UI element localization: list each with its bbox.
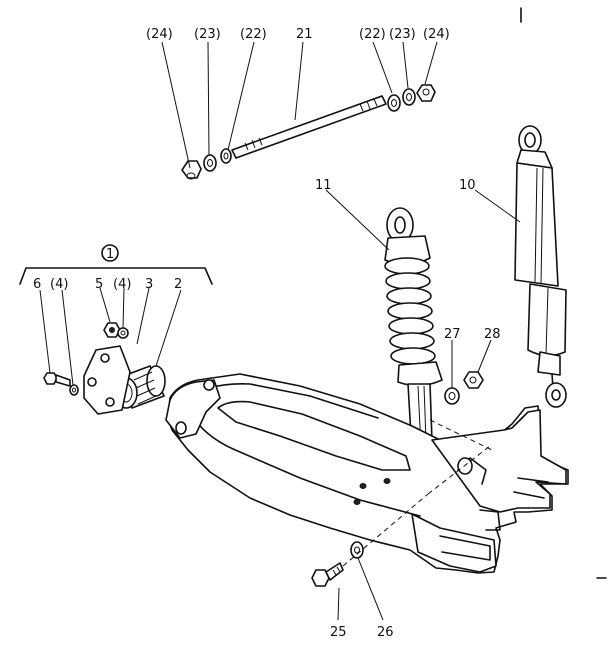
coil-spring (384, 257, 436, 365)
callout-11: 11 (315, 178, 332, 193)
callout-22-left: (22) (240, 27, 267, 42)
bolt-25 (311, 562, 344, 587)
callout-28: 28 (484, 327, 501, 342)
callout-24-left: (24) (146, 27, 173, 42)
callout-1: 1 (106, 247, 114, 262)
callout-4-mid: (4) (113, 277, 131, 292)
callout-22-right: (22) (359, 27, 386, 42)
washer-4-mid (117, 327, 129, 339)
callout-26: 26 (377, 625, 394, 640)
washer-27 (444, 387, 460, 405)
group-1-bracket (19, 244, 213, 285)
callout-23-left: (23) (194, 27, 221, 42)
callout-24-right: (24) (423, 27, 450, 42)
callout-23-right: (23) (389, 27, 416, 42)
callout-4-left: (4) (50, 277, 68, 292)
callout-25: 25 (330, 625, 347, 640)
shock-absorber-10 (514, 125, 567, 408)
callout-labels: (24) (23) (22) 21 (22) (23) (24) 11 10 1… (33, 27, 501, 640)
callout-3: 3 (145, 277, 153, 292)
callout-6: 6 (33, 277, 41, 292)
callout-27: 27 (444, 327, 461, 342)
washer-4-left (69, 384, 79, 396)
axle-rod-assembly (181, 84, 436, 180)
assembly-lines (342, 419, 493, 567)
callout-2: 2 (174, 277, 182, 292)
bolt-6 (43, 372, 71, 387)
flange-plate (83, 345, 131, 415)
nut-28 (463, 371, 484, 389)
swing-arm-body (165, 373, 569, 574)
leader-lines (39, 41, 521, 621)
washer-26 (350, 541, 364, 559)
callout-5: 5 (95, 277, 103, 292)
callout-10: 10 (459, 178, 476, 193)
callout-21: 21 (296, 27, 313, 42)
